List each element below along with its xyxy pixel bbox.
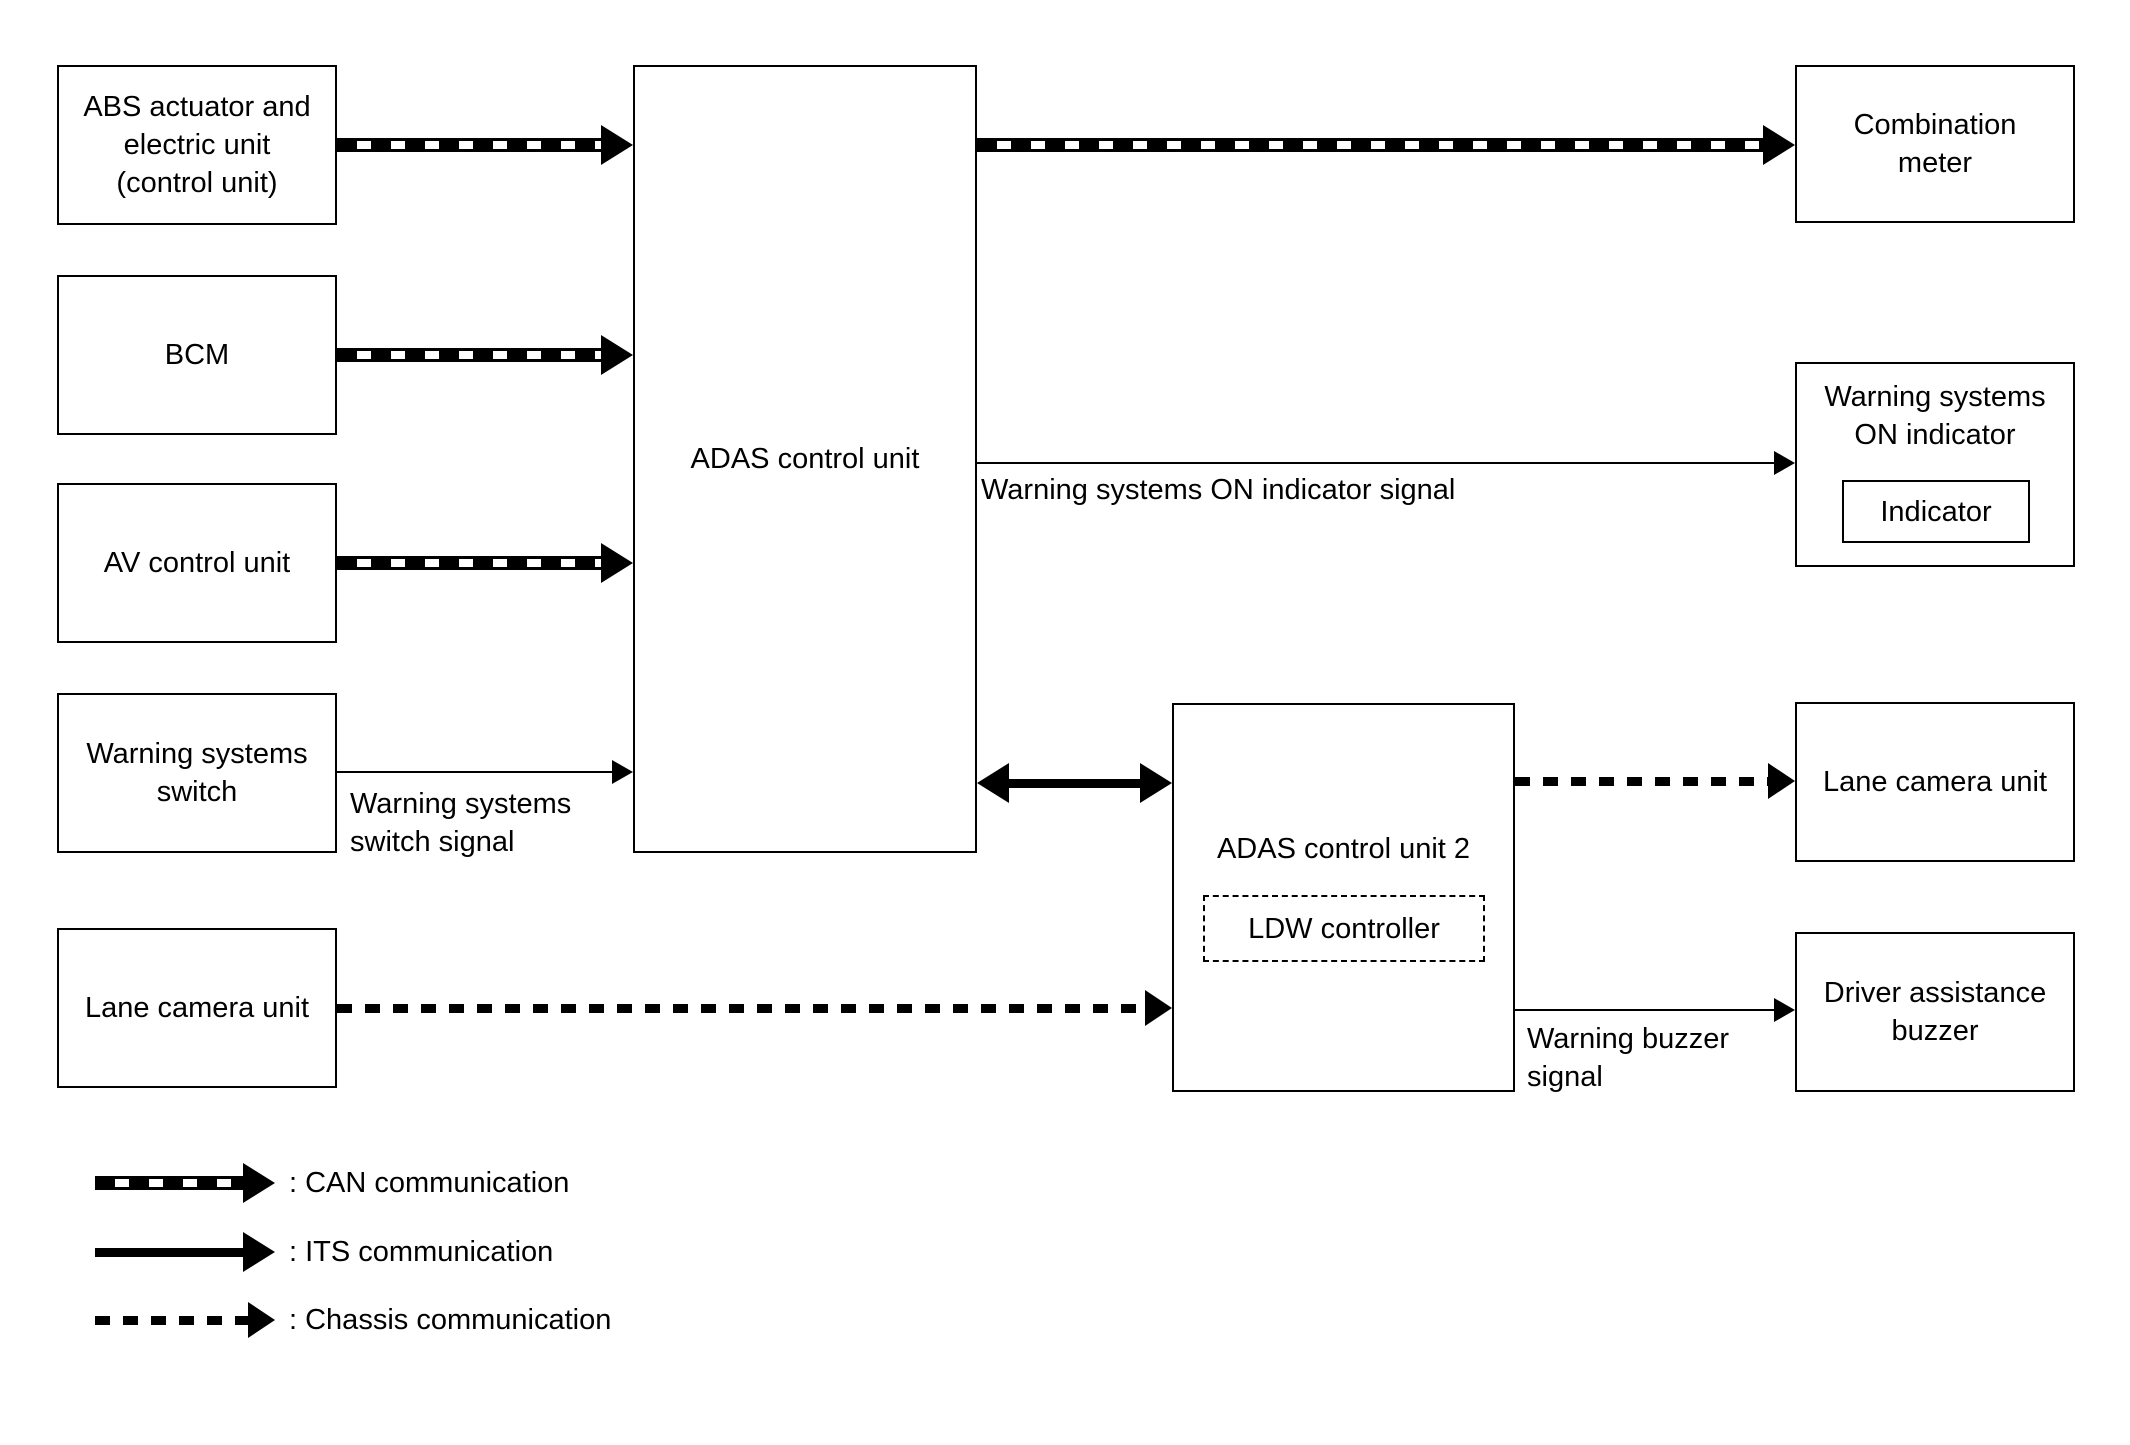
warning-systems-switch-box: Warning systems switch bbox=[57, 693, 337, 853]
arrowhead-right-icon bbox=[1140, 763, 1172, 803]
abs-actuator-label: ABS actuator and electric unit (control … bbox=[83, 91, 311, 199]
adas-control-unit-box: ADAS control unit bbox=[633, 65, 977, 853]
legend-its-label: : ITS communication bbox=[289, 1235, 554, 1268]
chassis-line-shaft bbox=[95, 1315, 248, 1325]
can-arrow-adas-to-combination-meter bbox=[977, 125, 1795, 165]
abs-actuator-box: ABS actuator and electric unit (control … bbox=[57, 65, 337, 225]
signal-arrow-adas-to-warning-indicator bbox=[977, 451, 1795, 475]
legend-row-its: : ITS communication bbox=[95, 1232, 553, 1272]
adas-control-unit-2-label: ADAS control unit 2 bbox=[1216, 833, 1471, 865]
signal-arrow-adas2-to-buzzer bbox=[1515, 998, 1795, 1022]
lane-camera-unit-left-box: Lane camera unit bbox=[57, 928, 337, 1088]
its-arrow-adas-to-adas2-bidirectional bbox=[977, 763, 1172, 803]
combination-meter-label: Combination meter bbox=[1853, 109, 2017, 179]
arrowhead-right-icon bbox=[1768, 763, 1795, 799]
can-arrow-shaft bbox=[977, 138, 1763, 152]
av-control-unit-box: AV control unit bbox=[57, 483, 337, 643]
warning-systems-on-indicator-signal-label: Warning systems ON indicator signal bbox=[981, 474, 1456, 506]
can-arrow-shaft bbox=[337, 348, 601, 362]
can-arrow-bcm-to-adas bbox=[337, 335, 633, 375]
arrowhead-right-icon bbox=[1145, 990, 1172, 1026]
chassis-arrow-sample-icon bbox=[95, 1302, 275, 1338]
arrowhead-left-icon bbox=[977, 763, 1009, 803]
can-arrow-shaft bbox=[95, 1176, 243, 1190]
arrowhead-right-icon bbox=[248, 1302, 275, 1338]
signal-line-shaft bbox=[1515, 1009, 1774, 1011]
arrowhead-right-icon bbox=[1774, 998, 1795, 1022]
can-arrow-shaft bbox=[337, 556, 601, 570]
driver-assistance-buzzer-box: Driver assistance buzzer bbox=[1795, 932, 2075, 1092]
ldw-controller-label: LDW controller bbox=[1248, 912, 1440, 945]
arrowhead-right-icon bbox=[601, 335, 633, 375]
lane-camera-unit-right-box: Lane camera unit bbox=[1795, 702, 2075, 862]
lane-camera-unit-right-label: Lane camera unit bbox=[1822, 766, 2048, 798]
warning-systems-on-indicator-label: Warning systems ON indicator bbox=[1824, 381, 2046, 451]
combination-meter-box: Combination meter bbox=[1795, 65, 2075, 223]
adas-control-unit-label: ADAS control unit bbox=[690, 443, 920, 475]
can-arrow-abs-to-adas bbox=[337, 125, 633, 165]
its-arrow-shaft bbox=[1009, 778, 1140, 788]
legend-row-chassis: : Chassis communication bbox=[95, 1302, 611, 1338]
indicator-box: Indicator bbox=[1842, 480, 2030, 543]
signal-line-shaft bbox=[977, 462, 1774, 464]
legend-can-label: : CAN communication bbox=[289, 1166, 570, 1199]
can-arrow-av-to-adas bbox=[337, 543, 633, 583]
chassis-arrow-adas2-to-lane-camera bbox=[1515, 763, 1795, 799]
legend-chassis-label: : Chassis communication bbox=[289, 1303, 612, 1336]
its-arrow-sample-icon bbox=[95, 1232, 275, 1272]
arrowhead-right-icon bbox=[243, 1163, 275, 1203]
legend-row-can: : CAN communication bbox=[95, 1163, 569, 1203]
chassis-line-shaft bbox=[1515, 776, 1768, 786]
warning-systems-switch-label: Warning systems switch bbox=[86, 738, 308, 808]
arrowhead-right-icon bbox=[601, 125, 633, 165]
its-arrow-shaft bbox=[95, 1247, 243, 1257]
ldw-controller-box: LDW controller bbox=[1203, 895, 1485, 962]
arrowhead-right-icon bbox=[1763, 125, 1795, 165]
signal-line-shaft bbox=[337, 771, 612, 773]
can-arrow-shaft bbox=[337, 138, 601, 152]
adas-control-unit-2-box: ADAS control unit 2 LDW controller bbox=[1172, 703, 1515, 1092]
bcm-label: BCM bbox=[164, 339, 230, 371]
chassis-line-shaft bbox=[337, 1003, 1145, 1013]
indicator-label: Indicator bbox=[1880, 495, 1992, 528]
arrowhead-right-icon bbox=[1774, 451, 1795, 475]
can-arrow-sample-icon bbox=[95, 1163, 275, 1203]
warning-buzzer-signal-label: Warning buzzer signal bbox=[1527, 1023, 1730, 1093]
warning-systems-on-indicator-box: Warning systems ON indicator Indicator bbox=[1795, 362, 2075, 567]
av-control-unit-label: AV control unit bbox=[103, 547, 291, 579]
lane-camera-unit-left-label: Lane camera unit bbox=[84, 992, 310, 1024]
warning-systems-switch-signal-label: Warning systems switch signal bbox=[350, 788, 572, 858]
bcm-box: BCM bbox=[57, 275, 337, 435]
signal-arrow-wss-to-adas bbox=[337, 760, 633, 784]
chassis-arrow-lane-camera-to-adas2 bbox=[337, 990, 1172, 1026]
driver-assistance-buzzer-label: Driver assistance buzzer bbox=[1823, 977, 2047, 1047]
arrowhead-right-icon bbox=[601, 543, 633, 583]
arrowhead-right-icon bbox=[243, 1232, 275, 1272]
arrowhead-right-icon bbox=[612, 760, 633, 784]
